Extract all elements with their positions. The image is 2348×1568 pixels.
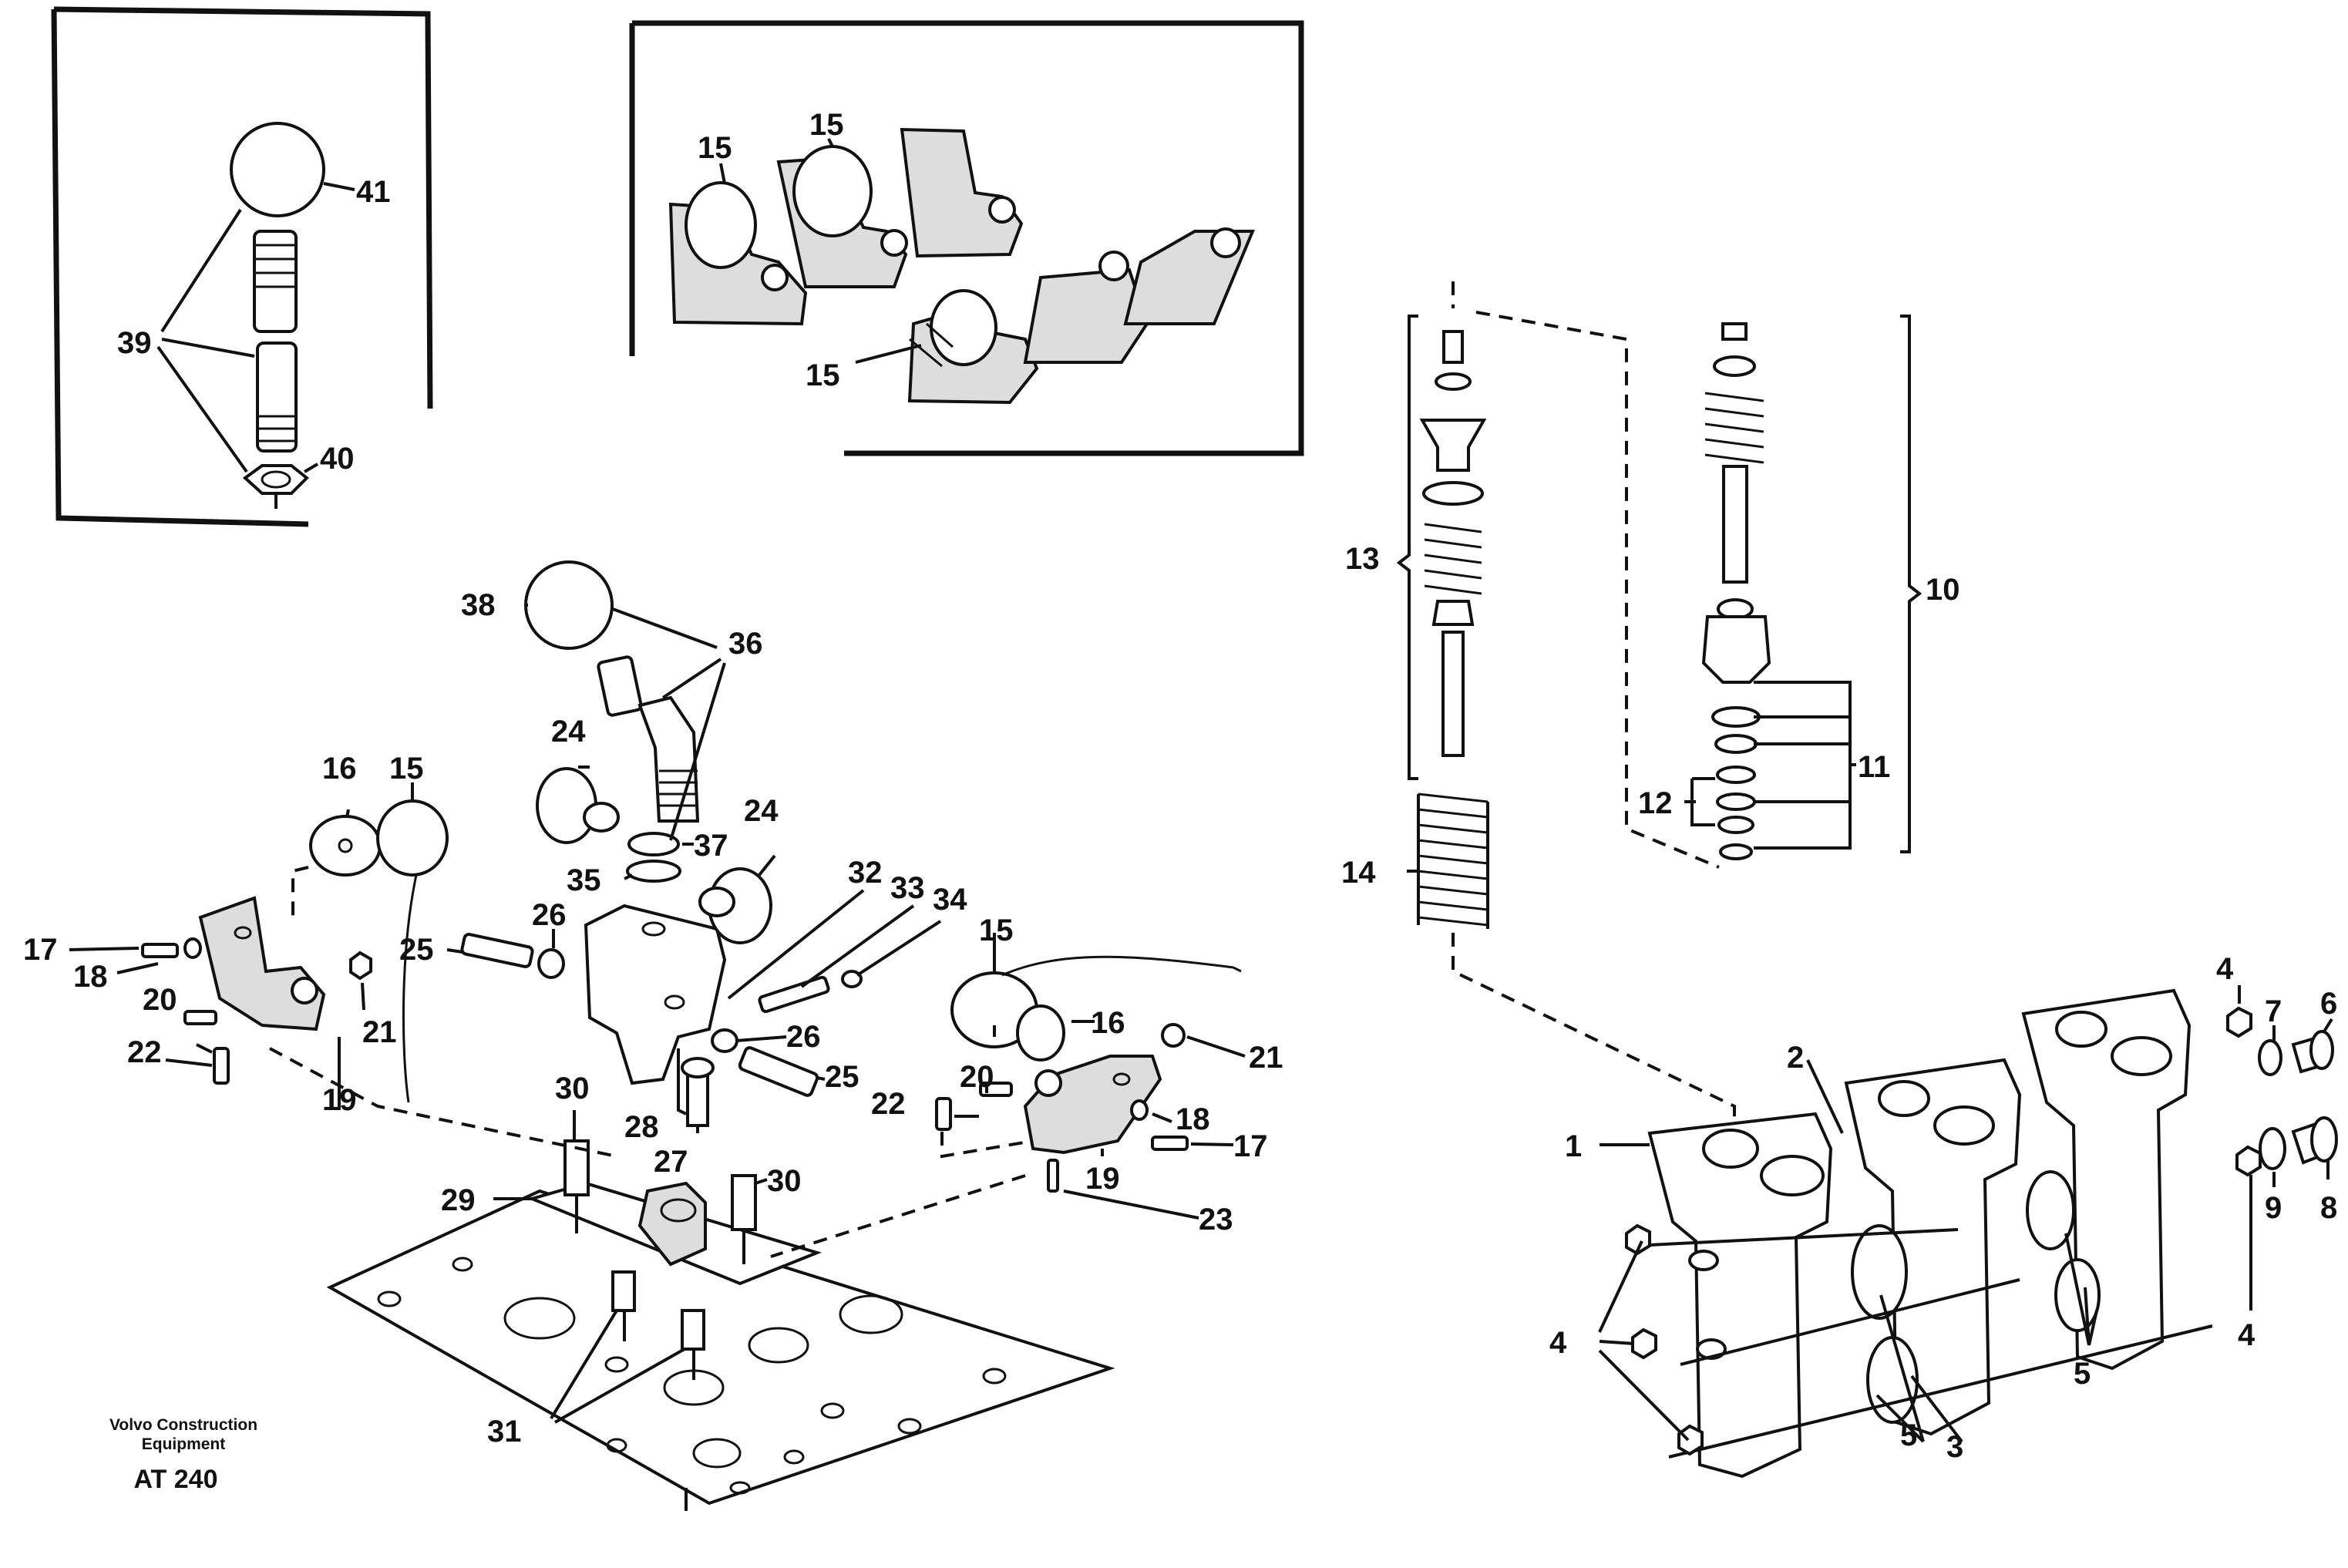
callout-34: 34 <box>933 883 967 917</box>
callout-18-left: 18 <box>73 960 108 994</box>
callout-26-bottom: 26 <box>786 1020 821 1054</box>
callout-17-left: 17 <box>23 933 58 967</box>
callout-38: 38 <box>461 588 496 622</box>
callout-27: 27 <box>654 1145 688 1179</box>
callout-4-right: 4 <box>2238 1318 2255 1352</box>
drawing-reference: AT 240 <box>134 1465 218 1494</box>
callout-7: 7 <box>2265 994 2282 1028</box>
callout-5-left: 5 <box>1900 1418 1917 1452</box>
callout-22-right: 22 <box>871 1087 906 1121</box>
callout-21-left: 21 <box>362 1015 397 1049</box>
callout-36: 36 <box>728 627 763 661</box>
callout-21-right: 21 <box>1249 1041 1283 1075</box>
callout-labels: 41 39 40 15 15 15 13 10 11 12 14 4 7 6 2… <box>23 108 2337 1464</box>
callout-24-right: 24 <box>744 794 779 828</box>
callout-26-top: 26 <box>532 898 567 932</box>
callout-20-right: 20 <box>960 1060 994 1094</box>
callout-15-inset-c: 15 <box>806 358 840 392</box>
callout-41: 41 <box>356 175 391 209</box>
publisher-line-1: Volvo Construction <box>109 1416 257 1434</box>
callout-24-left: 24 <box>551 715 586 749</box>
callout-20-left: 20 <box>143 983 177 1017</box>
callout-2: 2 <box>1787 1041 1804 1075</box>
callout-18-right: 18 <box>1176 1102 1210 1136</box>
callout-12: 12 <box>1638 786 1673 820</box>
callout-22-left: 22 <box>127 1035 162 1069</box>
valve-spool-parts <box>1396 281 1922 1137</box>
inset-lever-knob <box>51 6 433 527</box>
callout-19-right: 19 <box>1085 1162 1120 1196</box>
callout-23: 23 <box>1199 1203 1233 1237</box>
callout-28: 28 <box>624 1110 659 1144</box>
callout-15-inset-a: 15 <box>698 131 732 165</box>
publisher-line-2: Equipment <box>142 1435 226 1453</box>
callout-15-right: 15 <box>979 914 1014 947</box>
callout-3: 3 <box>1946 1430 1963 1464</box>
callout-16-left: 16 <box>322 752 357 786</box>
callout-8: 8 <box>2320 1191 2337 1225</box>
callout-14: 14 <box>1341 856 1376 890</box>
callout-32: 32 <box>848 856 883 890</box>
callout-17-right: 17 <box>1233 1129 1268 1163</box>
callout-9: 9 <box>2265 1191 2282 1225</box>
callout-19-left: 19 <box>322 1083 357 1117</box>
callout-37: 37 <box>694 829 728 863</box>
callout-31: 31 <box>487 1415 522 1449</box>
callout-4-top: 4 <box>2216 952 2234 986</box>
callout-35: 35 <box>567 863 601 897</box>
callout-40: 40 <box>320 442 355 476</box>
callout-30-left: 30 <box>555 1072 590 1105</box>
callout-10: 10 <box>1926 573 1960 607</box>
callout-25-left: 25 <box>399 933 434 967</box>
callout-15-inset-b: 15 <box>809 108 844 142</box>
callout-4-left: 4 <box>1549 1326 1567 1360</box>
callout-39: 39 <box>117 326 152 360</box>
callout-11: 11 <box>1858 750 1890 784</box>
callout-15-left: 15 <box>389 752 424 786</box>
valve-block-assembly <box>1598 985 2338 1479</box>
callout-5-right: 5 <box>2074 1357 2091 1391</box>
callout-30-right: 30 <box>767 1164 802 1198</box>
callout-13: 13 <box>1345 542 1380 576</box>
callout-25-right: 25 <box>825 1060 859 1094</box>
callout-6: 6 <box>2320 987 2337 1021</box>
callout-16-right: 16 <box>1091 1006 1125 1040</box>
inset-brackets <box>629 20 1304 456</box>
lever-assembly <box>69 560 1246 1511</box>
drawing-caption: Volvo Construction Equipment AT 240 <box>109 1416 257 1494</box>
callout-1: 1 <box>1565 1129 1582 1163</box>
callout-29: 29 <box>441 1183 476 1217</box>
callout-33: 33 <box>890 871 925 905</box>
